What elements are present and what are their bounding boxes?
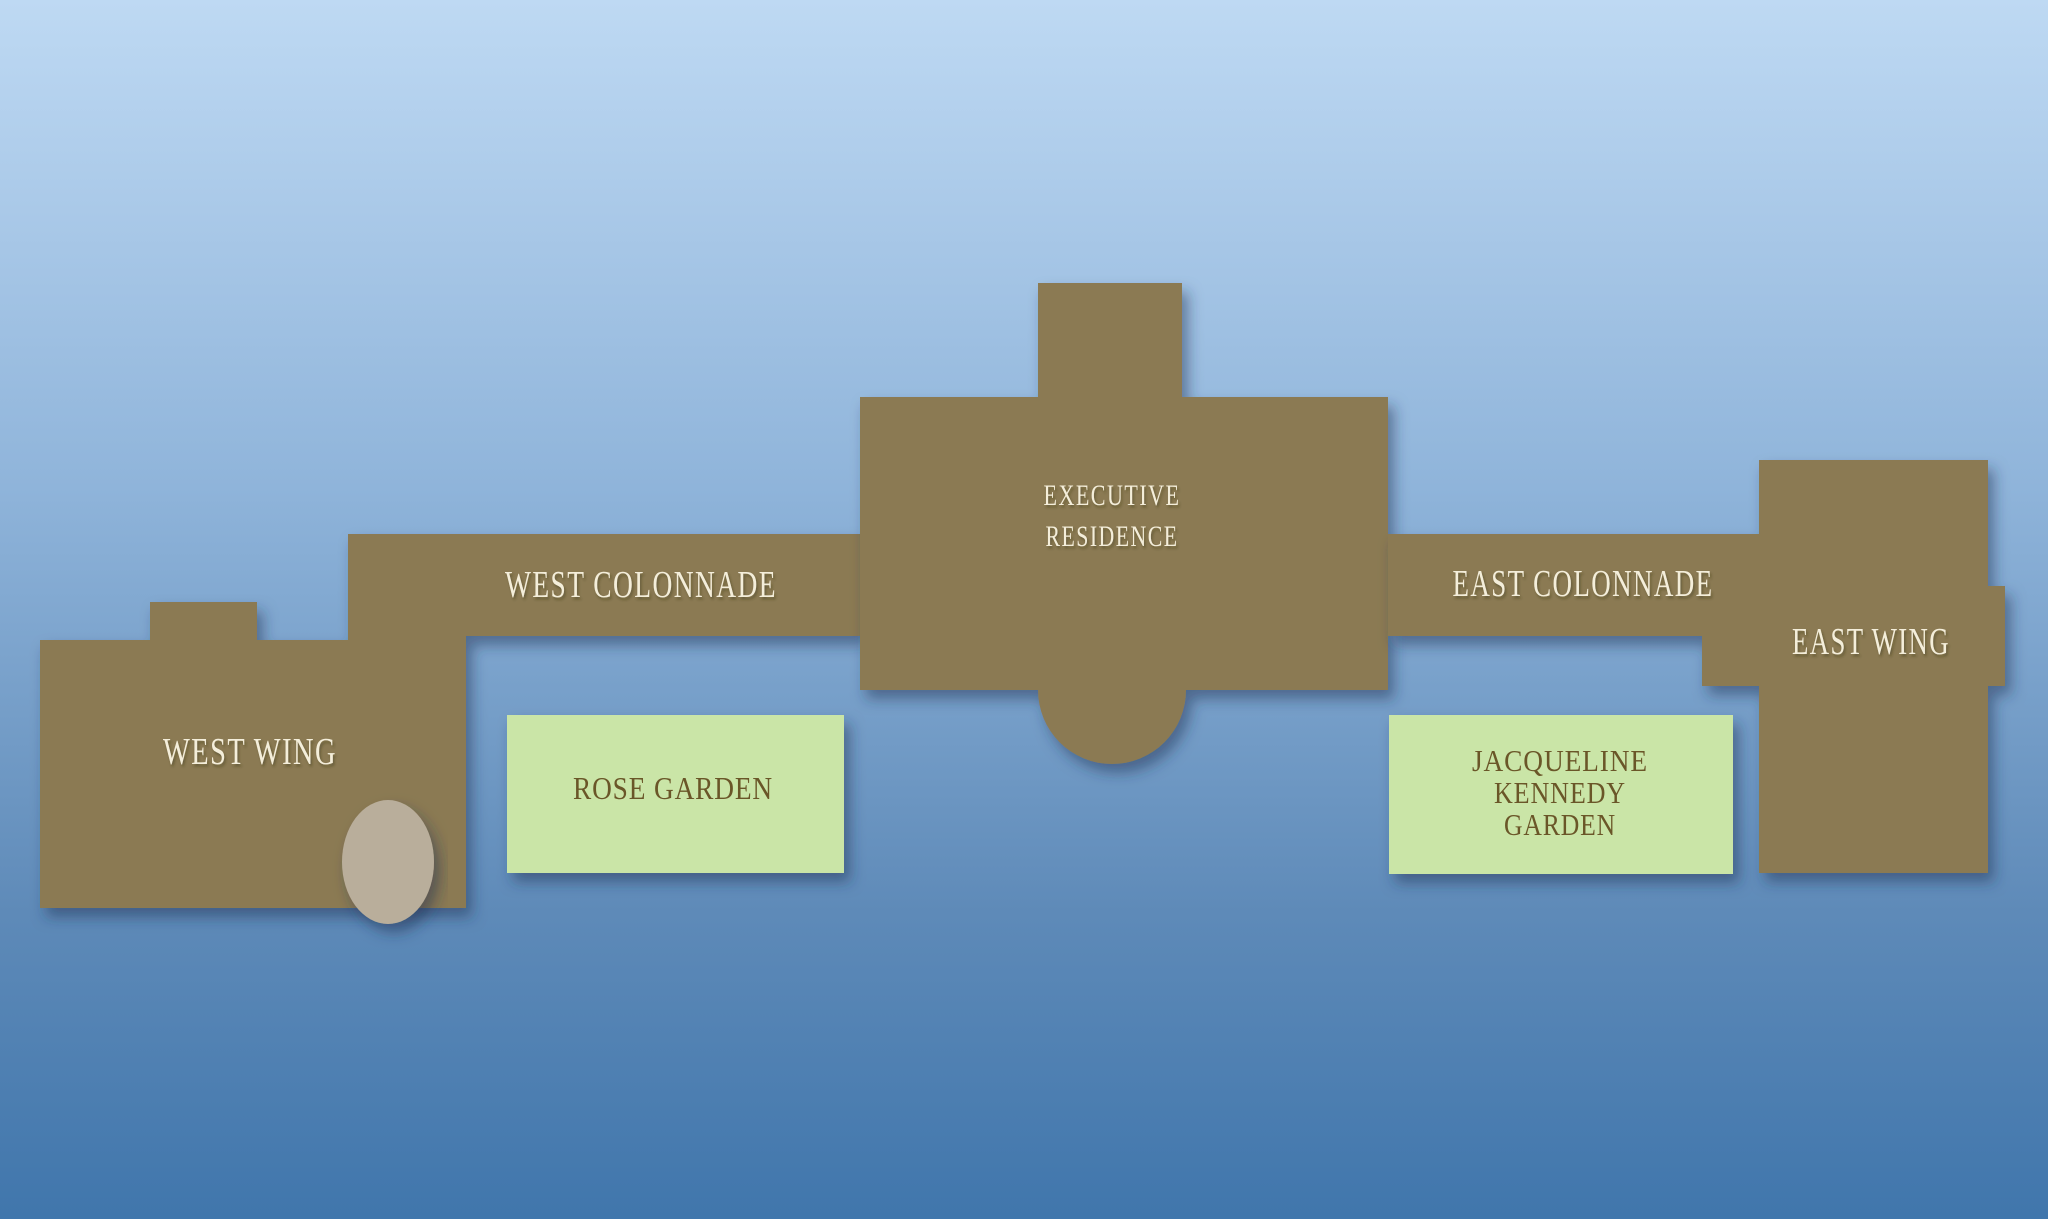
- west-wing-and-west-colonnade-shape: [40, 534, 860, 908]
- executive-residence-shape: [860, 283, 1388, 764]
- jacqueline-kennedy-garden-area: [1389, 715, 1733, 874]
- east-wing-and-east-colonnade-shape: [1388, 460, 2005, 873]
- rose-garden-area: [507, 715, 844, 873]
- jacqueline-kennedy-garden-label-line2: KENNEDY: [1494, 775, 1626, 810]
- rose-garden-label: ROSE GARDEN: [573, 770, 773, 806]
- executive-residence-label-line2: RESIDENCE: [1046, 520, 1179, 553]
- oval-office-shape: [342, 800, 434, 924]
- east-wing-label: EAST WING: [1792, 621, 1950, 663]
- west-colonnade-label: WEST COLONNADE: [505, 564, 777, 606]
- jacqueline-kennedy-garden-label-line1: JACQUELINE: [1472, 743, 1648, 778]
- west-wing-label: WEST WING: [163, 731, 337, 773]
- executive-residence-label-line1: EXECUTIVE: [1044, 479, 1181, 512]
- jacqueline-kennedy-garden-label-line3: GARDEN: [1504, 807, 1616, 842]
- east-colonnade-label: EAST COLONNADE: [1453, 563, 1714, 605]
